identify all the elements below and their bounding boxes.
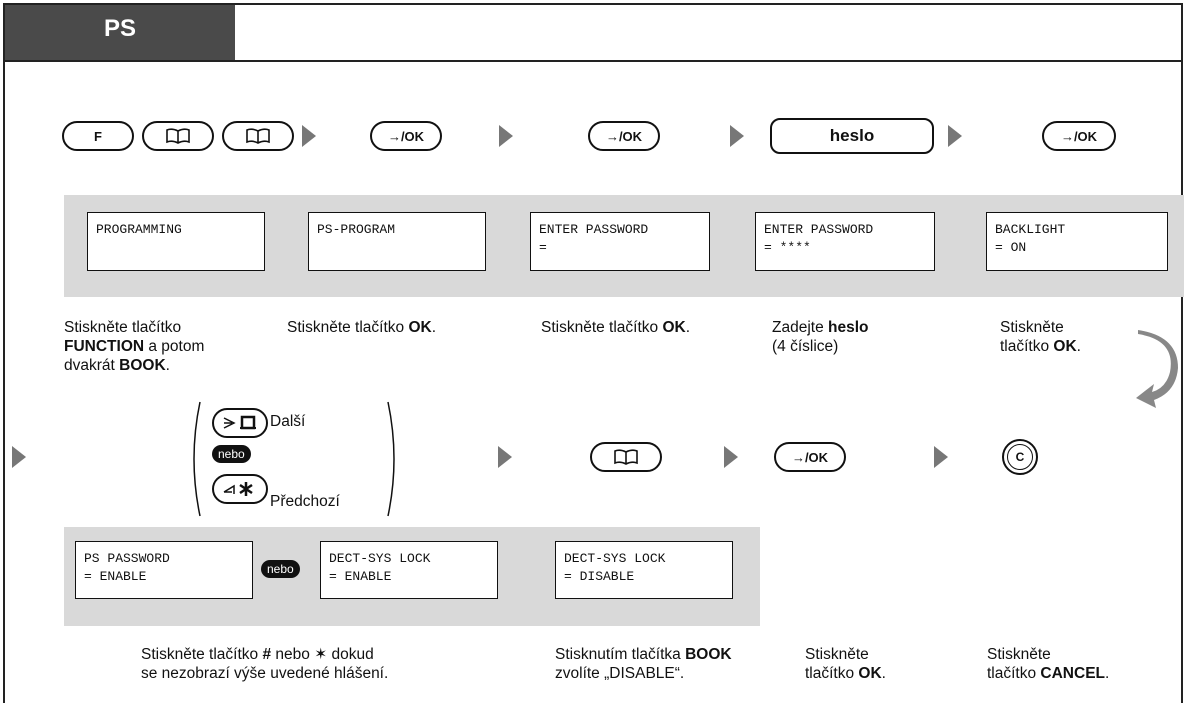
password-label: heslo	[829, 126, 875, 145]
lcd-line: = ENABLE	[84, 569, 147, 584]
lcd-line: PROGRAMMING	[96, 222, 182, 237]
function-key[interactable]: F	[62, 121, 134, 151]
lcd-line: PS PASSWORD	[84, 551, 170, 566]
step-arrow-icon	[302, 125, 316, 147]
cancel-key[interactable]: C	[1002, 439, 1038, 475]
lcd-display: PS PASSWORD = ENABLE	[75, 541, 253, 599]
lcd-display: DECT-SYS LOCK = ENABLE	[320, 541, 498, 599]
ok-key[interactable]: →/OK	[370, 121, 442, 151]
book-key[interactable]	[142, 121, 214, 151]
lcd-line: PS-PROGRAM	[317, 222, 396, 237]
lcd-line: ENTER PASSWORD	[539, 222, 649, 237]
book-icon	[614, 449, 638, 465]
step-arrow-icon	[12, 446, 26, 468]
lcd-line: = ****	[764, 240, 811, 255]
scroll-up-icon	[223, 482, 253, 496]
cancel-key-inner: C	[1007, 444, 1033, 470]
bracket-right	[387, 401, 395, 517]
lcd-line: = ENABLE	[329, 569, 392, 584]
lcd-line: = DISABLE	[564, 569, 635, 584]
step-caption: Stiskněte tlačítko FUNCTION a potom dvak…	[64, 319, 205, 374]
header-rule	[5, 60, 1181, 62]
book-icon	[246, 128, 270, 144]
step-caption: Stiskněte tlačítko OK.	[541, 319, 691, 336]
lcd-display: PS-PROGRAM	[308, 212, 486, 271]
ok-key-label: →/OK	[387, 128, 425, 144]
lcd-line: = ON	[995, 240, 1027, 255]
scroll-down-icon	[223, 415, 256, 430]
lcd-line: =	[539, 240, 547, 255]
lcd-display: ENTER PASSWORD = ****	[755, 212, 935, 271]
lcd-display: ENTER PASSWORD =	[530, 212, 710, 271]
ok-key-label: →/OK	[1060, 128, 1098, 144]
lcd-line: DECT-SYS LOCK	[329, 551, 431, 566]
continue-arrow-icon	[1136, 330, 1178, 408]
step-caption: Zadejte heslo (4 číslice)	[772, 319, 869, 355]
step-arrow-icon	[498, 446, 512, 468]
lcd-display: BACKLIGHT = ON	[986, 212, 1168, 271]
step-arrow-icon	[499, 125, 513, 147]
step-arrow-icon	[948, 125, 962, 147]
lcd-display: DECT-SYS LOCK = DISABLE	[555, 541, 733, 599]
ok-key-label: →/OK	[605, 128, 643, 144]
step-arrow-icon	[934, 446, 948, 468]
step-arrow-icon	[730, 125, 744, 147]
ok-key[interactable]: →/OK	[588, 121, 660, 151]
next-label: Další	[270, 413, 306, 430]
book-key-2[interactable]	[222, 121, 294, 151]
book-key[interactable]	[590, 442, 662, 472]
tab-label: PS	[104, 15, 137, 42]
step-caption: Stiskněte tlačítko # nebo ✶ dokud se nez…	[141, 646, 389, 682]
lcd-line: ENTER PASSWORD	[764, 222, 874, 237]
lcd-line: DECT-SYS LOCK	[564, 551, 666, 566]
lcd-line: BACKLIGHT	[995, 222, 1066, 237]
or-pill: nebo	[261, 560, 300, 578]
step-arrow-icon	[724, 446, 738, 468]
password-entry[interactable]: heslo	[770, 118, 934, 154]
ok-key[interactable]: →/OK	[1042, 121, 1116, 151]
step-caption: Stiskněte tlačítko OK.	[287, 319, 437, 336]
previous-key[interactable]	[212, 474, 268, 504]
step-caption: Stiskněte tlačítko OK.	[1000, 319, 1081, 355]
function-key-label: F	[94, 128, 102, 144]
step-caption: Stiskněte tlačítko OK.	[805, 646, 886, 682]
previous-label: Předchozí	[270, 493, 340, 510]
section-tab: PS	[5, 5, 235, 60]
next-key[interactable]	[212, 408, 268, 438]
or-pill: nebo	[212, 445, 251, 463]
book-icon	[166, 128, 190, 144]
step-caption: Stiskněte tlačítko CANCEL.	[987, 646, 1110, 682]
bracket-left	[193, 401, 201, 517]
step-caption: Stisknutím tlačítka BOOK zvolíte „DISABL…	[555, 646, 732, 682]
ok-key-label: →/OK	[791, 449, 829, 465]
lcd-display: PROGRAMMING	[87, 212, 265, 271]
page-frame	[3, 3, 1183, 703]
ok-key[interactable]: →/OK	[774, 442, 846, 472]
